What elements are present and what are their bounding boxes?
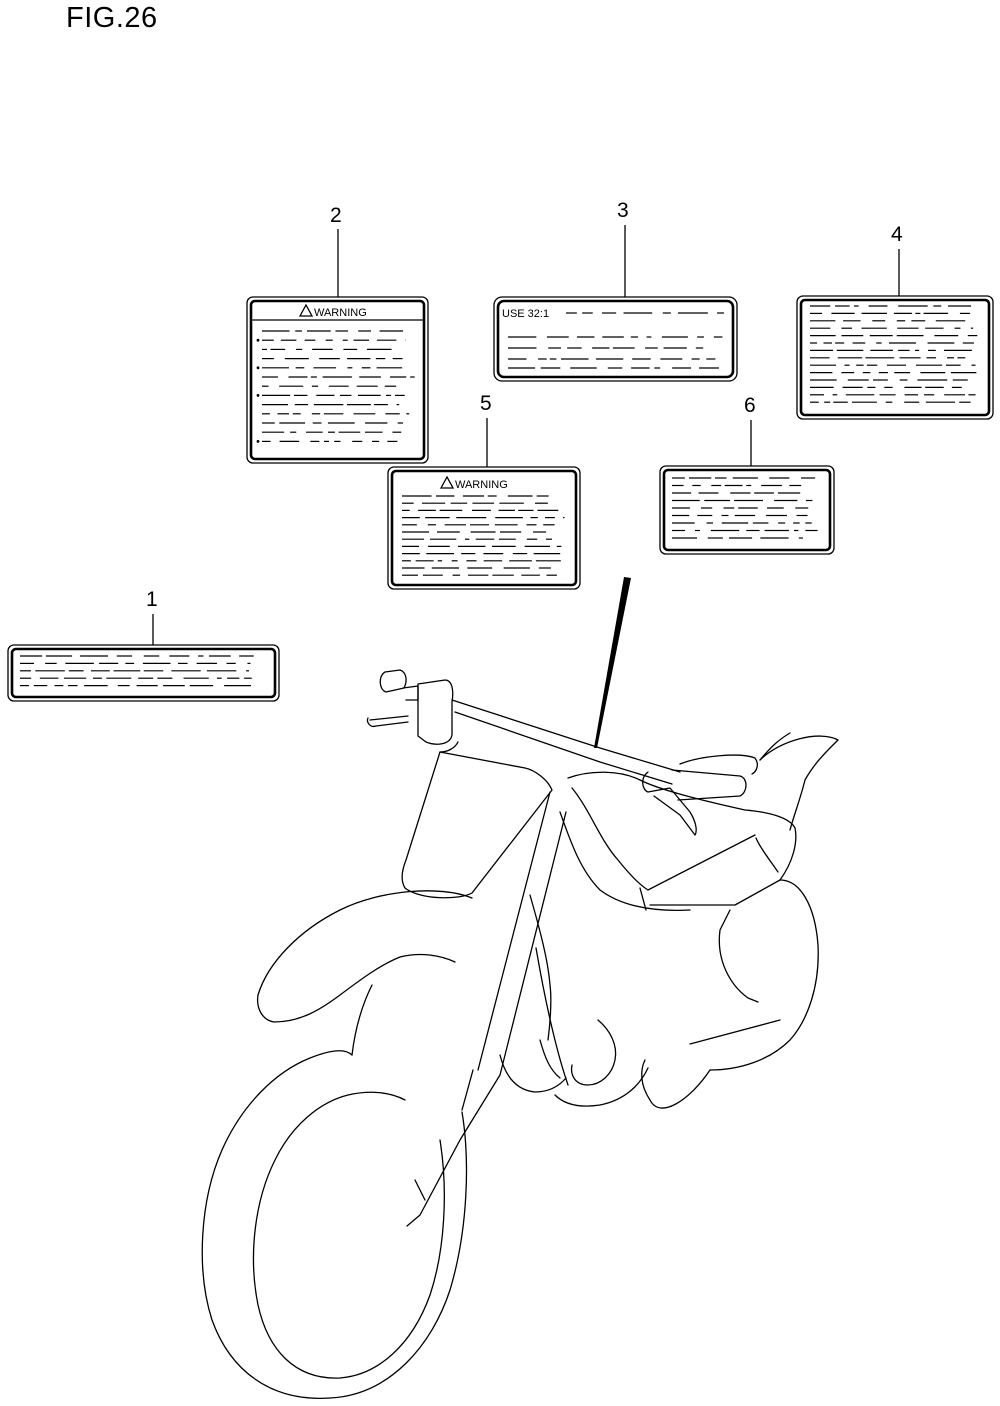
label-6-border [662, 468, 832, 552]
label-3-outline [493, 296, 738, 382]
clutch-lever [366, 717, 409, 728]
right-switch-housing [679, 754, 758, 775]
callout-4: 4 [891, 223, 903, 246]
warning-triangle-icon [298, 303, 314, 317]
label-4-outline [796, 295, 994, 420]
label-5: 5 WARNING [387, 392, 581, 590]
bullet-dot [256, 394, 260, 397]
number-plate [401, 751, 553, 899]
bullet-dot [256, 366, 260, 370]
label-5-body-text-lines [402, 495, 565, 576]
callout-6: 6 [744, 394, 756, 417]
engine-case [499, 1054, 567, 1093]
tank-shroud [571, 787, 756, 891]
front-tire [201, 1050, 468, 1399]
label-6: 6 [659, 394, 835, 555]
label-1: 1 [7, 588, 280, 702]
label-1-body-text-lines [20, 655, 254, 687]
label-4-border [799, 298, 991, 417]
label-4-body-text-lines [810, 305, 978, 403]
callout-3: 3 [617, 199, 629, 222]
bullet-dot [256, 338, 260, 342]
warning-triangle-icon [439, 475, 455, 489]
label-5-outline [387, 466, 581, 590]
callout-5: 5 [480, 392, 492, 415]
left-grip [379, 669, 407, 693]
label-5-border [390, 469, 578, 587]
front-fender [256, 890, 473, 1023]
fork-left [477, 791, 551, 1071]
front-rim [252, 1091, 445, 1379]
label-2-header: WARNING [314, 307, 367, 319]
clutch-cover [570, 1019, 617, 1086]
figure-title: FIG.26 [66, 2, 158, 34]
label-2-border [249, 299, 426, 461]
label-2: 2 WARNING [246, 204, 429, 464]
label-2-outline [246, 296, 429, 464]
side-panel [709, 879, 819, 1071]
label-3: 3 USE 32:1 [493, 199, 738, 382]
bullet-dot [256, 440, 260, 443]
label-3-border [496, 299, 735, 379]
callout-1: 1 [146, 588, 158, 611]
label-3-text: USE 32:1 [502, 308, 549, 320]
location-pointer-arrow [594, 577, 631, 748]
fork-right [406, 811, 567, 1227]
label-2-body-text-lines [256, 330, 415, 443]
label-3-body-text-lines [508, 312, 725, 369]
fuel-tank [567, 771, 797, 906]
handlebar [451, 699, 681, 773]
label-4: 4 [796, 223, 994, 420]
callout-2: 2 [330, 204, 342, 227]
label-6-body-text-lines [672, 477, 818, 539]
label-1-outline [7, 644, 280, 702]
right-grip [671, 769, 747, 801]
left-switch-housing [417, 679, 454, 745]
brake-lever [642, 771, 697, 836]
rear-fender [759, 735, 839, 831]
label-1-border [10, 647, 277, 699]
label-6-outline [659, 465, 835, 555]
motorcycle-outline [201, 577, 839, 1399]
label-5-header: WARNING [455, 479, 508, 491]
